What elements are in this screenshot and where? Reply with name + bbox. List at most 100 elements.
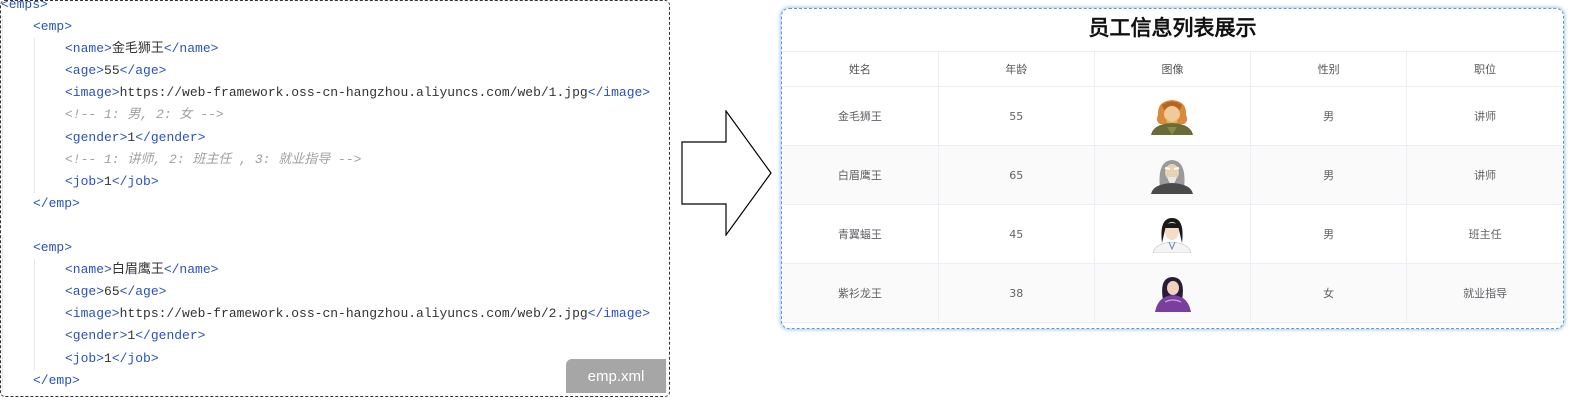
indent-guide bbox=[34, 303, 35, 326]
cell-image bbox=[1094, 263, 1252, 323]
cell-job: 就业指导 bbox=[1406, 263, 1563, 323]
xml-tag: <age> bbox=[65, 284, 105, 300]
cell-age: 65 bbox=[938, 145, 1095, 205]
xml-tag: <name> bbox=[65, 262, 112, 278]
indent-guide bbox=[2, 259, 3, 282]
xml-text: https://web-framework.oss-cn-hangzhou.al… bbox=[119, 85, 588, 101]
green-bat-avatar bbox=[1153, 218, 1192, 253]
xml-tag: </image> bbox=[587, 85, 651, 101]
indent-guide bbox=[34, 170, 35, 193]
xml-tag: <image> bbox=[65, 85, 120, 101]
indent-guide bbox=[2, 126, 3, 149]
employee-table: 姓名 年龄 图像 性别 职位 金毛狮王 55 bbox=[782, 51, 1563, 323]
xml-comment: <!-- 1: 男, 2: 女 --> bbox=[65, 107, 224, 123]
xml-tag: </job> bbox=[111, 350, 159, 366]
xml-code-panel: <emps><emp><name>金毛狮王</name><age>55</age… bbox=[0, 0, 670, 397]
indent-guide bbox=[34, 82, 35, 105]
indent-guide bbox=[2, 192, 3, 215]
header-job: 职位 bbox=[1406, 51, 1563, 87]
xml-tag: <gender> bbox=[65, 129, 128, 145]
header-age: 年龄 bbox=[938, 51, 1095, 87]
code-line bbox=[1, 215, 669, 237]
code-line: <!-- 1: 讲师, 2: 班主任 , 3: 就业指导 --> bbox=[1, 148, 669, 171]
indent-guide bbox=[2, 237, 3, 260]
code-line: <image>https://web-framework.oss-cn-hang… bbox=[1, 303, 669, 326]
cell-job: 讲师 bbox=[1406, 145, 1563, 205]
header-name: 姓名 bbox=[782, 51, 939, 87]
xml-tag: <job> bbox=[65, 350, 105, 366]
xml-tag: <age> bbox=[65, 63, 105, 79]
indent-guide bbox=[34, 126, 35, 149]
xml-tag: <emp> bbox=[33, 19, 73, 35]
table-row: 白眉鹰王 65 男 讲师 bbox=[782, 145, 1563, 205]
xml-text: 金毛狮王 bbox=[111, 41, 164, 57]
xml-tag: <job> bbox=[65, 173, 105, 189]
indent-guide bbox=[34, 325, 35, 348]
code-line: </emp> bbox=[1, 369, 669, 392]
indent-guide bbox=[2, 38, 3, 61]
xml-code-block: <emps><emp><name>金毛狮王</name><age>55</age… bbox=[1, 0, 669, 392]
xml-comment: <!-- 1: 讲师, 2: 班主任 , 3: 就业指导 --> bbox=[65, 151, 362, 167]
xml-text: https://web-framework.oss-cn-hangzhou.al… bbox=[119, 306, 588, 322]
indent-guide bbox=[2, 281, 3, 304]
xml-text: 白眉鹰王 bbox=[111, 262, 164, 278]
white-eagle-avatar bbox=[1151, 160, 1194, 194]
xml-tag: <image> bbox=[65, 306, 120, 322]
cell-name: 青翼蝠王 bbox=[782, 204, 939, 264]
xml-tag: <name> bbox=[65, 41, 112, 57]
code-line: <gender>1</gender> bbox=[1, 126, 669, 149]
code-line: <emps> bbox=[1, 0, 669, 16]
xml-text: 1 bbox=[104, 173, 112, 189]
indent-guide bbox=[34, 281, 35, 304]
indent-guide bbox=[2, 369, 3, 392]
xml-tag: <emp> bbox=[33, 240, 73, 256]
code-line: <age>55</age> bbox=[1, 60, 669, 83]
indent-guide bbox=[2, 303, 3, 326]
code-line: <emp> bbox=[1, 237, 669, 260]
table-row: 金毛狮王 55 男 讲师 bbox=[782, 86, 1563, 146]
xml-tag: </name> bbox=[163, 41, 219, 57]
xml-tag: </emp> bbox=[33, 195, 80, 211]
indent-guide bbox=[34, 148, 35, 171]
cell-image bbox=[1094, 204, 1252, 264]
cell-name: 金毛狮王 bbox=[782, 86, 939, 146]
cell-job: 班主任 bbox=[1406, 204, 1563, 264]
xml-tag: <emps> bbox=[1, 0, 48, 12]
cell-gender: 女 bbox=[1250, 263, 1408, 323]
file-name-label: emp.xml bbox=[566, 359, 666, 393]
indent-guide bbox=[2, 148, 3, 171]
indent-guide bbox=[34, 104, 35, 127]
cell-job: 讲师 bbox=[1406, 86, 1563, 146]
indent-guide bbox=[34, 259, 35, 282]
code-line: <name>白眉鹰王</name> bbox=[1, 259, 669, 282]
code-line: <job>1</job> bbox=[1, 347, 669, 370]
code-line: <image>https://web-framework.oss-cn-hang… bbox=[1, 82, 669, 105]
xml-text: 1 bbox=[127, 129, 136, 145]
golden-lion-avatar bbox=[1151, 100, 1194, 135]
code-line: </emp> bbox=[1, 192, 669, 215]
cell-age: 38 bbox=[938, 263, 1095, 323]
xml-text: 65 bbox=[104, 284, 120, 300]
code-line: <gender>1</gender> bbox=[1, 325, 669, 348]
employee-table-panel: 员工信息列表展示 姓名 年龄 图像 性别 职位 金毛狮王 55 bbox=[781, 8, 1564, 329]
table-header-row: 姓名 年龄 图像 性别 职位 bbox=[782, 51, 1563, 87]
table-row: 青翼蝠王 45 男 班主任 bbox=[782, 204, 1563, 264]
cell-age: 55 bbox=[938, 86, 1095, 146]
indent-guide bbox=[2, 325, 3, 348]
purple-dragon-avatar bbox=[1155, 277, 1192, 312]
indent-guide bbox=[34, 38, 35, 61]
code-line: <!-- 1: 男, 2: 女 --> bbox=[1, 104, 669, 127]
code-line: <emp> bbox=[1, 16, 669, 39]
indent-guide bbox=[2, 347, 3, 370]
indent-guide bbox=[2, 60, 3, 83]
cell-name: 白眉鹰王 bbox=[782, 145, 939, 205]
xml-text: 55 bbox=[104, 63, 120, 79]
code-line: <job>1</job> bbox=[1, 170, 669, 193]
xml-tag: </age> bbox=[119, 63, 167, 79]
header-image: 图像 bbox=[1094, 51, 1252, 87]
code-line: <age>65</age> bbox=[1, 281, 669, 304]
xml-tag: </gender> bbox=[135, 328, 206, 344]
xml-tag: </emp> bbox=[33, 372, 80, 388]
cell-gender: 男 bbox=[1250, 86, 1408, 146]
xml-tag: </age> bbox=[119, 284, 167, 300]
